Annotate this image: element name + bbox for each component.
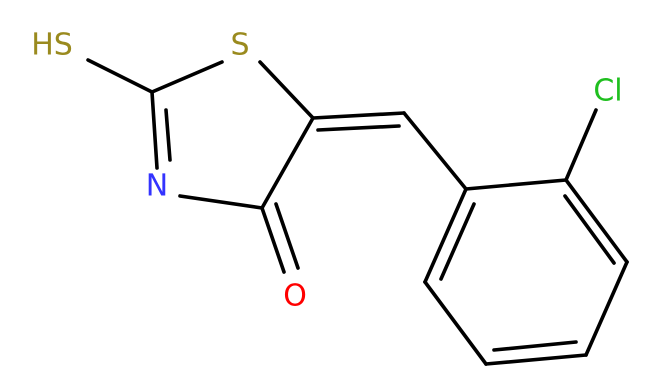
- bond-c-cl: [564, 108, 598, 182]
- bond-ch-ring: [402, 111, 468, 191]
- atom-label-o: O: [283, 279, 307, 314]
- bond-ar4-ar5: [484, 353, 588, 366]
- bond-s-c2: [150, 60, 224, 94]
- bond-c2-sh: [86, 58, 154, 94]
- bond-s-c5: [258, 60, 315, 120]
- bond-ar1-ar2: [464, 178, 568, 191]
- bond-ar2-ar3: [564, 178, 629, 264]
- bond-n-c4: [178, 194, 264, 210]
- atom-label-n: N: [146, 169, 168, 204]
- bond-c4-o: [260, 206, 286, 274]
- bond-ar5-ar6: [423, 280, 488, 366]
- bond-ar3-ar4: [584, 260, 629, 357]
- bond-c5-ch-double: [316, 124, 401, 132]
- atom-label-s: S: [230, 28, 249, 63]
- bond-c4-o-double: [274, 202, 300, 270]
- bond-ar6-ar1: [423, 187, 468, 284]
- bond-c5-ch: [311, 111, 406, 120]
- atom-label-hs: HS: [31, 28, 73, 63]
- bond-c2-n-double: [164, 108, 172, 162]
- bond-c2-n: [150, 90, 159, 170]
- bond-c4-c5: [260, 116, 315, 210]
- bond-ar4-ar5-double: [492, 340, 578, 352]
- bond-ar6-ar1-double: [439, 202, 476, 281]
- bond-ar2-ar3-double: [563, 194, 616, 265]
- atom-label-cl: Cl: [593, 74, 622, 109]
